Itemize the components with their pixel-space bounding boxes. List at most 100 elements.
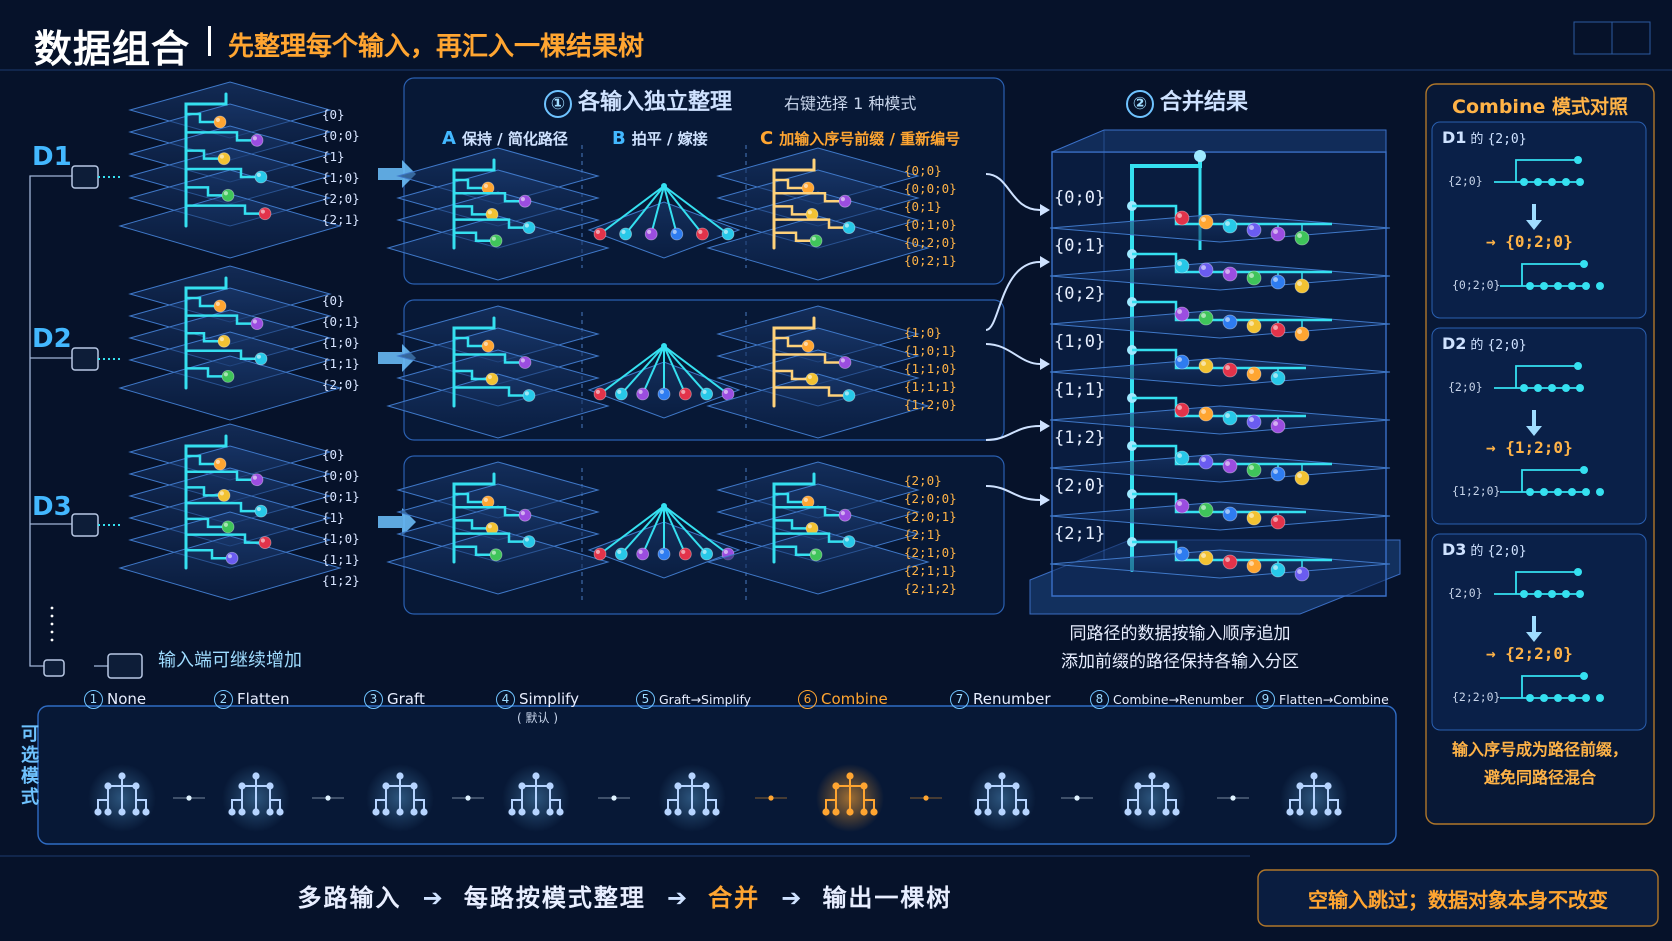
mode-icons: [88, 764, 1348, 832]
prefixed-path-label: {1;1;0}: [904, 361, 957, 376]
prefixed-path-label: {2;1}: [904, 527, 942, 542]
section-1-hint: 右键选择 1 种模式: [784, 94, 917, 113]
result-path-label: {2;0}: [1054, 476, 1106, 496]
result-path-label: {1;1}: [1054, 380, 1106, 400]
prefixed-path-label: {0;2;1}: [904, 253, 957, 268]
prefixed-path-label: {0;1;0}: [904, 217, 957, 232]
compare-output-path: {2;2;0}: [1452, 690, 1501, 704]
flow-arrow-icon: ➔: [422, 884, 443, 912]
prefixed-path-list-d1: {0;0}{0;0;0}{0;1}{0;1;0}{0;2;0}{0;2;1}: [904, 162, 957, 270]
more-inputs-label: 输入端可继续增加: [158, 650, 302, 671]
prefixed-path-label: {1;0}: [904, 325, 942, 340]
path-label: {1;0}: [322, 335, 360, 350]
path-label: {2;1}: [322, 212, 360, 227]
result-caption: 同路径的数据按输入顺序追加 添加前缀的路径保持各输入分区: [1020, 620, 1340, 676]
prefixed-path-list-d2: {1;0} {1;0;1} {1;1;0} {1;1;1} {1;2;0}: [904, 324, 957, 414]
flow-step-3: 合并: [708, 884, 761, 912]
result-path-label: {0;0}: [1054, 188, 1106, 208]
path-label: {1;1}: [322, 356, 360, 371]
empty-input-note: 空输入跳过；数据对象本身不改变: [1308, 888, 1608, 912]
prefixed-path-list-d3: {2;0} {2;0;0} {2;0;1} {2;1} {2;1;0} {2;1;1} {2…: [904, 472, 957, 598]
prefixed-path-label: {1;1;1}: [904, 379, 957, 394]
path-list-d2: {0} {0;1} {1;0} {1;1} {2;0}: [322, 290, 360, 395]
prefixed-path-label: {2;1;0}: [904, 545, 957, 560]
result-caption-line-2: 添加前缀的路径保持各输入分区: [1061, 652, 1299, 672]
path-label: {1}: [322, 149, 345, 164]
path-label: {0}: [322, 447, 345, 462]
path-label: {0;1}: [322, 314, 360, 329]
result-path-label: {1;0}: [1054, 332, 1106, 352]
prefixed-path-label: {1;0;1}: [904, 343, 957, 358]
flow-step-2: 每路按模式整理: [463, 884, 646, 912]
prefixed-path-label: {2;1;2}: [904, 581, 957, 596]
path-label: {1;0}: [322, 531, 360, 546]
path-list-d1: {0} {0;0} {1} {1;0} {2;0} {2;1}: [322, 104, 360, 230]
input-label-d2: D2: [32, 324, 72, 354]
path-label: {0}: [322, 107, 345, 122]
path-label: {1}: [322, 510, 345, 525]
prefixed-path-label: {2;0;1}: [904, 509, 957, 524]
compare-input-path: {2;0}: [1448, 174, 1483, 188]
result-tower-branches: [1049, 150, 1391, 582]
path-label: {2;0}: [322, 377, 360, 392]
compare-input-path: {2;0}: [1448, 586, 1483, 600]
prefixed-path-label: {2;0;0}: [904, 491, 957, 506]
path-label: {0;1}: [322, 489, 360, 504]
path-label: {0;0}: [322, 128, 360, 143]
path-label: {1;1}: [322, 552, 360, 567]
path-label: {1;0}: [322, 170, 360, 185]
flow-summary: 多路输入 ➔ 每路按模式整理 ➔ 合并 ➔ 输出一棵树: [0, 878, 1250, 913]
input-label-d1: D1: [32, 142, 72, 172]
page-subtitle: 先整理每个输入，再汇入一棵结果树: [228, 32, 645, 62]
compare-mini-trees: [1494, 156, 1604, 702]
path-label: {0}: [322, 293, 345, 308]
input-tree-stacks: [118, 81, 930, 601]
result-path-label: {0;2}: [1054, 284, 1106, 304]
compare-panel-title: Combine 模式对照: [1452, 96, 1628, 118]
prefixed-path-label: {0;0;0}: [904, 181, 957, 196]
prefixed-path-label: {2;0}: [904, 473, 942, 488]
compare-output-path: {0;2;0}: [1452, 278, 1501, 292]
prefixed-path-label: {2;1;1}: [904, 563, 957, 578]
path-label: {0;0}: [322, 468, 360, 483]
compare-result-path: → {0;2;0}: [1486, 232, 1573, 251]
compare-input-path: {2;0}: [1448, 380, 1483, 394]
flow-arrow-icon: ➔: [781, 884, 802, 912]
prefixed-path-label: {0;0}: [904, 163, 942, 178]
compare-output-path: {1;2;0}: [1452, 484, 1501, 498]
flow-step-4: 输出一棵树: [822, 884, 953, 912]
title-separator: [208, 26, 211, 56]
prefixed-path-label: {1;2;0}: [904, 397, 957, 412]
compare-panel-footer: 输入序号成为路径前缀， 避免同路径混合: [1451, 740, 1628, 787]
path-label: {2;0}: [322, 191, 360, 206]
input-label-d3: D3: [32, 492, 72, 522]
result-caption-line-1: 同路径的数据按输入顺序追加: [1069, 624, 1291, 644]
prefixed-path-label: {0;1}: [904, 199, 942, 214]
path-list-d3: {0} {0;0} {0;1} {1} {1;0} {1;1} {1;2}: [322, 444, 360, 591]
page-title: 数据组合: [34, 27, 191, 71]
flow-step-1: 多路输入: [297, 884, 402, 912]
path-label: {1;2}: [322, 573, 360, 588]
modes-tag: 可选模式: [21, 724, 39, 808]
result-path-label: {1;2}: [1054, 428, 1106, 448]
compare-result-path: → {1;2;0}: [1486, 438, 1573, 457]
result-path-label: {0;1}: [1054, 236, 1106, 256]
